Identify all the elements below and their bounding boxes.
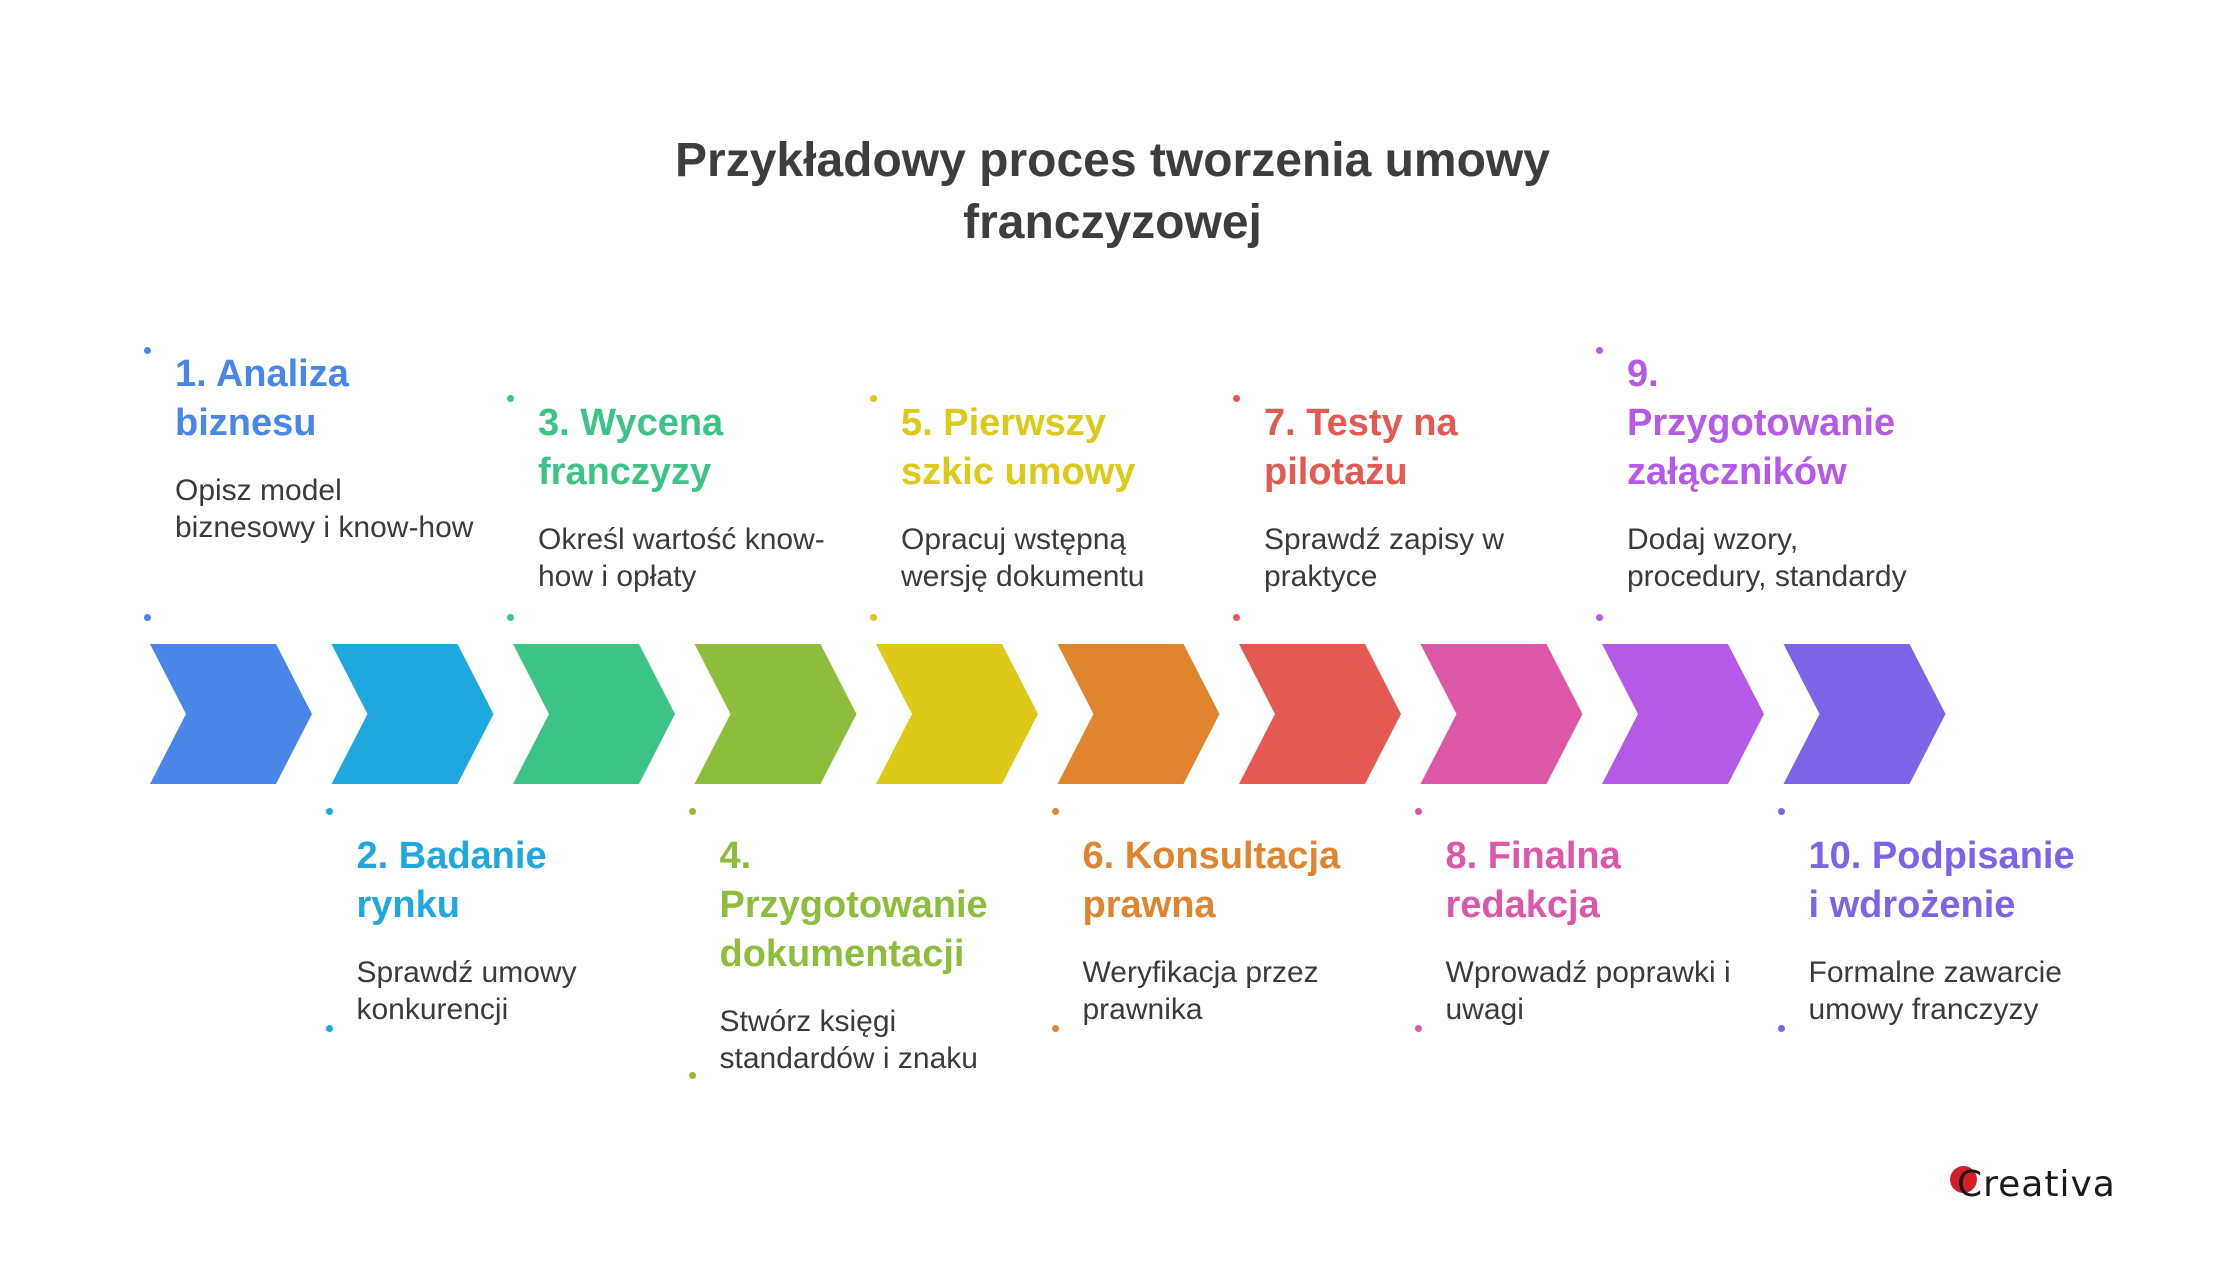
step-dot-start — [1414, 808, 1422, 815]
step-dot-end — [1233, 614, 1240, 621]
chevron-step-5 — [876, 644, 1038, 784]
step-description: Stwórz księgi standardów i znaku — [719, 1005, 979, 1075]
step-dot-start — [507, 395, 514, 402]
step-title-line: 1. Analiza — [175, 353, 349, 395]
step-description: Określ wartość know-how i opłaty — [538, 523, 825, 593]
step-dot-end — [870, 614, 877, 621]
step-dot-start — [1233, 395, 1240, 402]
step-title-line: 6. Konsultacja — [1082, 835, 1341, 877]
step-title-line: prawna — [1082, 884, 1216, 926]
step-description: Opracuj wstępną wersję dokumentu — [901, 523, 1145, 593]
step-dot-end — [1414, 1025, 1422, 1032]
step-title-line: Przygotowanie — [719, 884, 988, 926]
chevron-step-6 — [1057, 644, 1220, 784]
step-description: Sprawdź zapisy w praktyce — [1264, 523, 1505, 593]
step-dot-start — [1777, 808, 1785, 815]
step-title-line: 10. Podpisanie — [1808, 835, 2075, 877]
step-title: 8. Finalna redakcja — [1446, 832, 1746, 930]
step-title: 10. Podpisanie i wdrożenie — [1809, 832, 2109, 930]
step-title: 6. Konsultacja prawna — [1083, 832, 1383, 930]
chevron-step-2 — [331, 644, 494, 784]
step-title-line: redakcja — [1445, 884, 1600, 926]
chevron-step-9 — [1602, 644, 1764, 784]
logo-text: Creativa — [1957, 1164, 2116, 1205]
step-dot-end — [688, 1072, 696, 1079]
step-dot-start — [870, 395, 877, 402]
chevron-step-4 — [694, 644, 857, 784]
step-title-line: 4. — [719, 835, 752, 877]
step-dot-start — [1051, 808, 1059, 815]
step-title-line: pilotażu — [1264, 451, 1408, 493]
step-dot-end — [144, 614, 151, 621]
step-description: Formalne zawarcie umowy franczyzy — [1808, 956, 2062, 1026]
step-title-line: szkic umowy — [901, 451, 1136, 493]
step-title: 5. Pierwszy szkic umowy — [901, 399, 1201, 497]
creativa-logo: Creativa — [1950, 1160, 2115, 1210]
step-dot-end — [507, 614, 514, 621]
chevron-step-8 — [1420, 644, 1583, 784]
step-dot-start — [325, 808, 333, 815]
step-title-line: Przygotowanie — [1627, 402, 1896, 444]
logo-dot-icon — [1950, 1166, 1977, 1193]
chevron-step-3 — [513, 644, 675, 784]
step-title-line: 8. Finalna — [1445, 835, 1621, 877]
step-description: Opisz model biznesowy i know-how — [175, 474, 474, 544]
step-title-line: rynku — [356, 884, 460, 926]
chevron-step-10 — [1783, 644, 1946, 784]
step-dot-start — [688, 808, 696, 815]
step-title-line: franczyzy — [538, 451, 712, 493]
step-dot-end — [1777, 1025, 1785, 1032]
step-title-line: załączników — [1627, 451, 1847, 493]
chevron-step-7 — [1239, 644, 1401, 784]
step-title-line: 2. Badanie — [356, 835, 547, 877]
step-title-line: 3. Wycena — [538, 402, 724, 444]
chevron-step-1 — [150, 644, 312, 784]
step-dot-start — [1596, 347, 1603, 354]
step-dot-end — [1596, 614, 1603, 621]
step-dot-end — [1051, 1025, 1059, 1032]
step-title: 2. Badanie rynku — [357, 832, 657, 930]
step-title-line: 9. — [1627, 353, 1659, 395]
step-dot-start — [144, 347, 151, 354]
step-description: Sprawdź umowy konkurencji — [356, 956, 577, 1026]
step-title: 4. Przygotowanie dokumentacji — [720, 832, 1020, 979]
step-title-line: 7. Testy na — [1264, 402, 1458, 444]
step-title-line: biznesu — [175, 402, 317, 444]
step-description: Weryfikacja przez prawnika — [1082, 956, 1319, 1026]
step-title: 7. Testy na pilotażu — [1264, 399, 1564, 497]
step-title-line: 5. Pierwszy — [901, 402, 1106, 444]
step-title: 1. Analiza biznesu — [175, 350, 475, 448]
page-title: Przykładowy proces tworzenia umowy franc… — [0, 130, 2225, 254]
title-line-2: franczyzowej — [963, 196, 1262, 249]
step-dot-end — [325, 1025, 333, 1032]
step-description: Wprowadź poprawki i uwagi — [1445, 956, 1731, 1026]
step-title: 9. Przygotowanie załączników — [1627, 350, 1927, 497]
step-description: Dodaj wzory, procedury, standardy — [1627, 523, 1907, 593]
step-title-line: dokumentacji — [719, 933, 965, 975]
title-line-1: Przykładowy proces tworzenia umowy — [675, 134, 1550, 187]
step-title: 3. Wycena franczyzy — [538, 399, 838, 497]
step-title-line: i wdrożenie — [1808, 884, 2016, 926]
